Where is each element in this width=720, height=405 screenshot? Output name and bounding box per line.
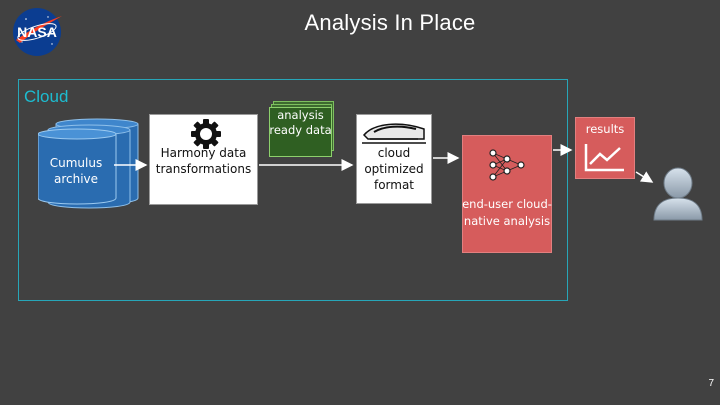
- cloud-label: Cloud: [24, 87, 69, 106]
- cloud-boundary: [18, 79, 568, 301]
- nasa-logo: NASA: [13, 8, 62, 56]
- harmony-label: Harmony data transformations: [155, 146, 252, 176]
- page-number: 7: [708, 378, 714, 389]
- end-user-analysis-node: [462, 135, 552, 253]
- trend-line-icon: [584, 144, 624, 172]
- results-label: results: [585, 122, 625, 136]
- slide-title: Analysis In Place: [304, 10, 476, 35]
- analysis-ready-label: analysis ready data: [269, 108, 332, 137]
- gear-icon: [191, 119, 221, 149]
- archive-label: Cumulus archive: [49, 156, 103, 186]
- database-stack-icon: [38, 118, 139, 209]
- cloud-optimized-label: cloud optimized format: [364, 146, 424, 192]
- end-user-analysis-label: end-user cloud-native analysis: [462, 197, 552, 228]
- neural-network-icon: [489, 149, 525, 181]
- user-avatar-icon: [653, 167, 703, 221]
- bullet-train-icon: [362, 123, 426, 144]
- svg-text:NASA: NASA: [17, 24, 57, 40]
- analysis-ready-node: [269, 107, 332, 157]
